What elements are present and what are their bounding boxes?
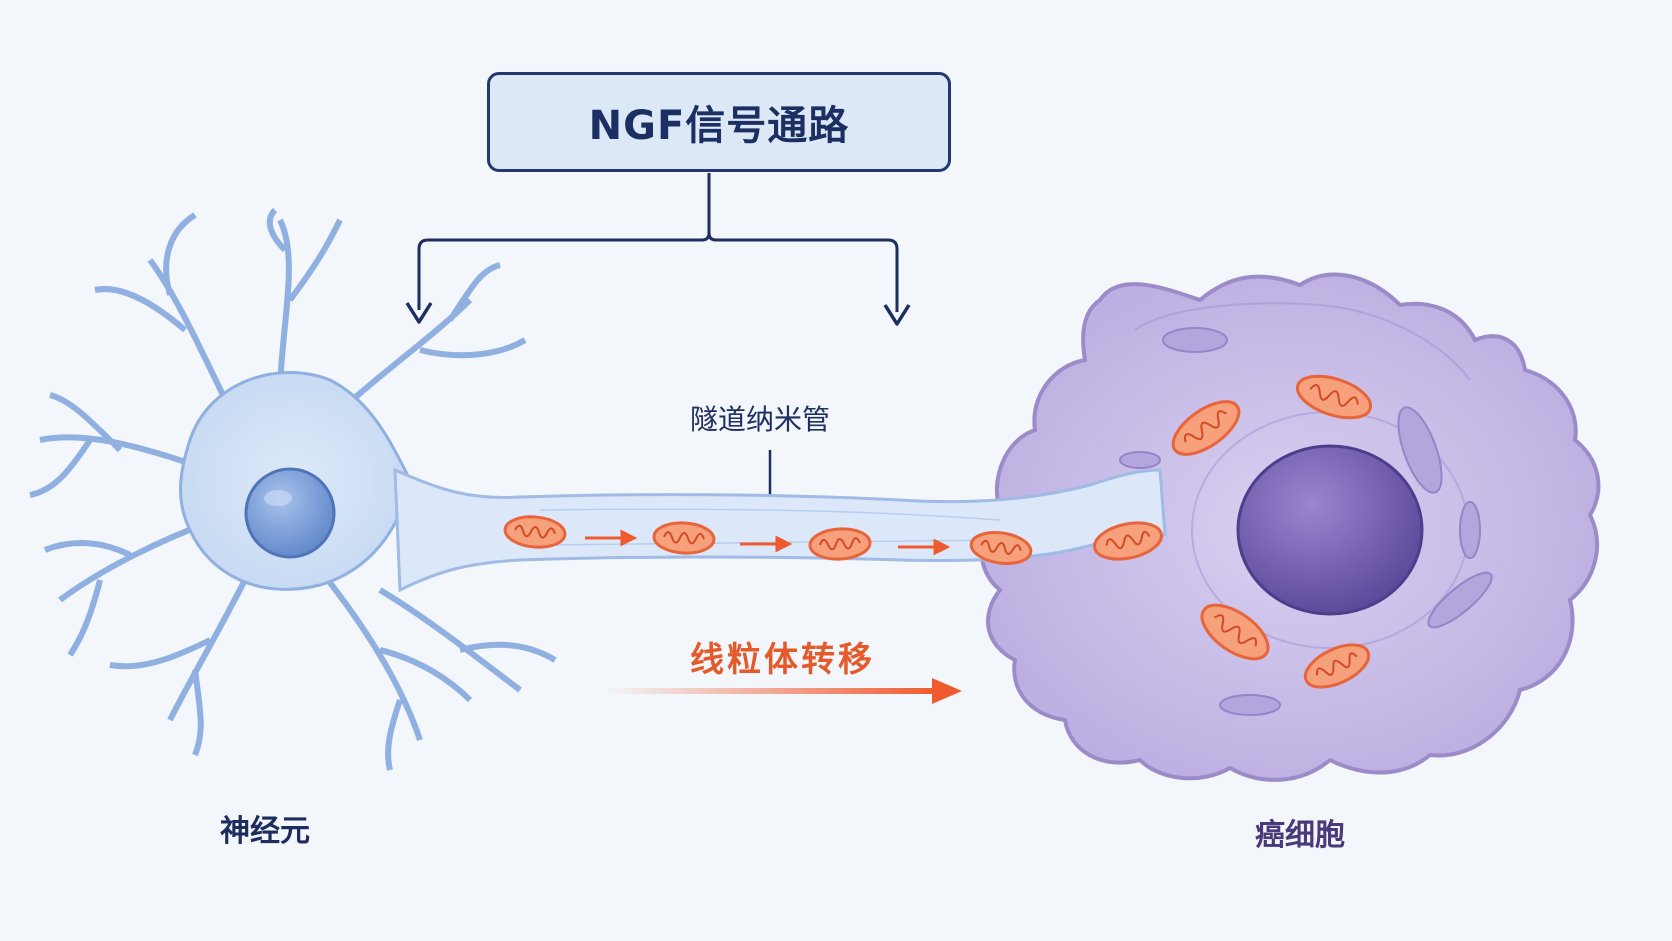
pathway-title: NGF信号通路 bbox=[588, 103, 850, 149]
mitochondrion-icon bbox=[1093, 521, 1163, 561]
arrow-right-icon bbox=[740, 535, 793, 553]
arrow-right-icon bbox=[585, 529, 638, 547]
cancer-cell bbox=[979, 272, 1601, 782]
mitochondrion-icon bbox=[503, 515, 567, 549]
mitochondrion-icon bbox=[1200, 603, 1270, 661]
mitochondrion-icon bbox=[1303, 643, 1371, 689]
neuron-label: 神经元 bbox=[220, 814, 310, 849]
pathway-connector bbox=[417, 173, 899, 312]
transfer-arrow-icon bbox=[605, 678, 962, 704]
mitochondrion-icon bbox=[1171, 400, 1241, 456]
cancer-label: 癌细胞 bbox=[1255, 818, 1345, 853]
mitochondrion-icon bbox=[808, 527, 872, 561]
tunnel-label: 隧道纳米管 bbox=[690, 403, 831, 436]
arrow-down-icon bbox=[883, 304, 911, 326]
arrow-right-icon bbox=[898, 538, 951, 556]
arrow-down-icon bbox=[405, 302, 433, 324]
mitochondrion-icon bbox=[969, 531, 1033, 565]
mitochondrion-icon bbox=[1295, 374, 1373, 420]
neuron-nucleus bbox=[244, 467, 336, 559]
mitochondrion-icon bbox=[652, 521, 716, 555]
transfer-label: 线粒体转移 bbox=[690, 640, 875, 680]
pathway-title-box: NGF信号通路 bbox=[487, 72, 951, 172]
